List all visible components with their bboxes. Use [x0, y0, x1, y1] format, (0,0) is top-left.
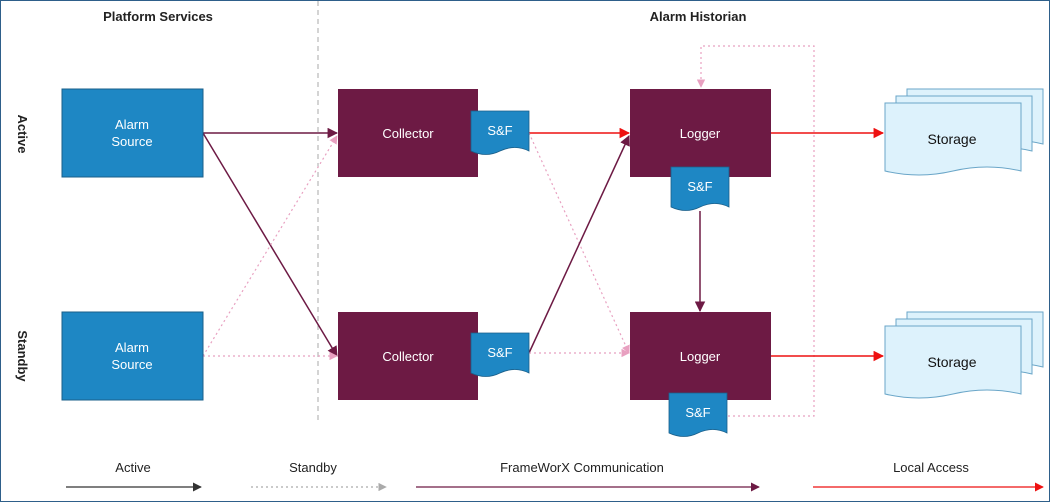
- legend-item-framework: FrameWorX Communication: [416, 460, 760, 492]
- legend-label-framework: FrameWorX Communication: [500, 460, 664, 475]
- sf-badge-logger-standby: S&F: [668, 392, 728, 437]
- legend: Active Standby FrameWorX Communication L…: [66, 460, 1044, 492]
- legend-item-local-access: Local Access: [813, 460, 1044, 492]
- node-logger-active-label: Logger: [680, 126, 721, 141]
- row-label-active: Active: [15, 114, 30, 153]
- sf-label-collector-standby: S&F: [487, 345, 512, 360]
- section-alarm-historian: Alarm Historian: [650, 9, 747, 24]
- sf-badge-logger-active: S&F: [670, 166, 730, 211]
- node-collector-standby-label: Collector: [382, 349, 434, 364]
- node-alarm-source-standby: Alarm Source: [61, 311, 204, 401]
- node-alarm-source-active-line1: Alarm: [115, 117, 149, 132]
- node-alarm-source-active: Alarm Source: [61, 88, 204, 178]
- sf-label-logger-active: S&F: [687, 179, 712, 194]
- node-logger-standby-label: Logger: [680, 349, 721, 364]
- row-label-standby: Standby: [15, 330, 30, 382]
- legend-item-active: Active: [66, 460, 202, 492]
- node-logger-active: Logger: [630, 89, 771, 177]
- node-collector-standby: Collector: [338, 312, 478, 400]
- legend-label-active: Active: [115, 460, 150, 475]
- node-collector-active-label: Collector: [382, 126, 434, 141]
- sf-label-logger-standby: S&F: [685, 405, 710, 420]
- node-storage-standby: Storage: [884, 311, 1044, 399]
- node-alarm-source-active-line2: Source: [111, 134, 152, 149]
- node-storage-active: Storage: [884, 88, 1044, 176]
- node-storage-standby-label: Storage: [927, 354, 976, 370]
- sf-badge-collector-standby: S&F: [470, 332, 530, 377]
- connector-logger-standby-to-logger-active: [696, 45, 815, 417]
- node-storage-active-label: Storage: [927, 131, 976, 147]
- legend-label-standby: Standby: [289, 460, 337, 475]
- connector-collector-standby-to-logger-active: [528, 135, 630, 354]
- legend-item-standby: Standby: [251, 460, 387, 492]
- node-alarm-source-standby-line1: Alarm: [115, 340, 149, 355]
- legend-label-local-access: Local Access: [893, 460, 969, 475]
- sf-label-collector-active: S&F: [487, 123, 512, 138]
- connector-source-active-to-collector-standby: [202, 132, 338, 357]
- sf-badge-collector-active: S&F: [470, 110, 530, 155]
- node-logger-standby: Logger: [630, 312, 771, 400]
- section-platform-services: Platform Services: [103, 9, 213, 24]
- node-alarm-source-standby-line2: Source: [111, 357, 152, 372]
- node-collector-active: Collector: [338, 89, 478, 177]
